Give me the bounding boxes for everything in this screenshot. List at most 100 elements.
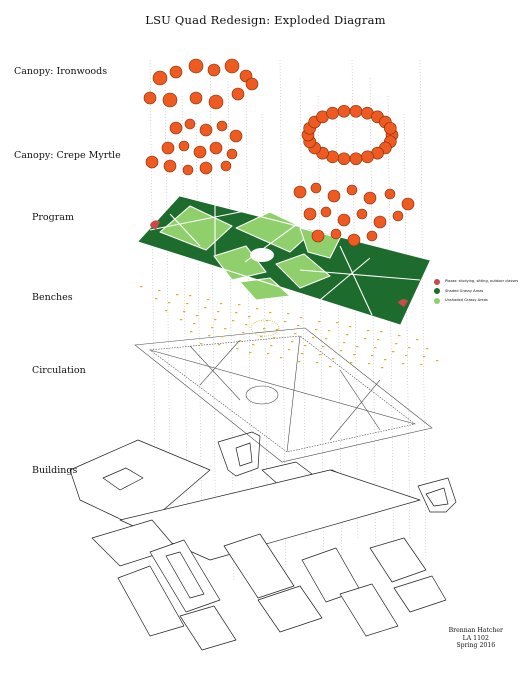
canopy-layers	[143, 58, 415, 247]
crepe-myrtle-canopy	[216, 120, 228, 132]
bench-marker	[214, 319, 217, 321]
bench-marker	[315, 329, 318, 331]
crepe-myrtle-canopy	[311, 229, 325, 243]
ironwood-canopy	[337, 152, 351, 166]
bench-marker	[328, 330, 331, 332]
circulation-path-diag-1	[189, 345, 241, 401]
bench-marker	[356, 346, 359, 348]
circulation-center-plaza	[245, 385, 279, 405]
diagram-title: LSU Quad Redesign: Exploded Diagram	[145, 13, 386, 27]
bench-marker	[218, 344, 221, 346]
circulation-inner-outline	[149, 335, 416, 453]
legend-label-unshaded: Unshaded Grassy Areas	[445, 298, 488, 302]
crepe-myrtle-canopy	[226, 148, 238, 160]
buildings-layer	[69, 431, 457, 651]
legend-label-shaded: Shaded Grassy Areas	[445, 288, 484, 293]
unshaded-lawn-4	[275, 253, 331, 289]
ironwood-canopy	[349, 152, 363, 166]
crepe-myrtle-canopy	[337, 213, 351, 227]
unshaded-lawn-3	[213, 245, 267, 281]
bench-marker	[204, 307, 207, 309]
crepe-myrtle-canopy	[392, 210, 404, 222]
projection-line	[164, 77, 172, 561]
plaza-west	[150, 220, 160, 230]
crepe-myrtle-canopy	[346, 184, 358, 196]
bench-marker	[158, 290, 161, 292]
ironwood-canopy	[383, 121, 397, 135]
projection-line	[317, 95, 325, 561]
program-path-9	[169, 213, 201, 247]
crepe-myrtle-canopy	[182, 164, 194, 176]
bench-marker	[263, 328, 266, 330]
ironwood-canopy	[361, 150, 374, 164]
crepe-myrtle-canopy	[293, 185, 307, 199]
label-canopy-ironwoods: Canopy: Ironwoods	[14, 66, 108, 77]
projection-line	[403, 113, 411, 541]
crepe-myrtle-canopy	[384, 188, 396, 200]
bench-marker	[248, 316, 251, 318]
bench-marker	[239, 340, 242, 342]
program-path-3	[149, 209, 251, 231]
bench-marker	[217, 311, 220, 313]
bench-marker	[249, 352, 252, 354]
bench-marker	[318, 321, 321, 323]
program-path-1	[137, 241, 401, 326]
program-path-7	[339, 245, 373, 316]
bench-marker	[367, 330, 370, 332]
bench-marker	[288, 349, 291, 351]
ironwood-canopy	[231, 87, 245, 101]
benches-center-ring	[250, 319, 280, 337]
program-path-8	[299, 269, 421, 281]
crepe-myrtle-canopy	[184, 118, 196, 130]
bench-marker	[343, 342, 346, 344]
bench-marker	[329, 366, 332, 368]
bench-marker	[232, 320, 235, 322]
ironwood-canopy	[349, 104, 363, 118]
bench-marker	[298, 361, 301, 363]
bench-marker	[408, 347, 411, 349]
bench-marker	[235, 312, 238, 314]
credits-block: Brennan Hatcher LA 1102 Spring 2016	[449, 627, 503, 650]
bench-marker	[301, 353, 304, 355]
projection-line	[419, 59, 427, 561]
ironwood-canopy	[208, 94, 224, 110]
bench-marker	[220, 303, 223, 305]
bench-marker	[260, 336, 263, 338]
bench-marker	[291, 341, 294, 343]
bench-marker	[208, 335, 211, 337]
unshaded-lawn-5	[299, 227, 341, 259]
bench-marker	[165, 310, 168, 312]
legend-item-unshaded: Unshaded Grassy Areas	[434, 296, 518, 306]
program-path-6	[319, 257, 371, 301]
building-south-3	[223, 533, 295, 599]
crepe-myrtle-canopy	[209, 141, 223, 155]
building-south-2	[117, 565, 185, 637]
label-benches: Benches	[32, 292, 73, 303]
building-south-4	[257, 585, 323, 633]
bench-marker	[224, 328, 227, 330]
crepe-myrtle-canopy	[347, 233, 361, 247]
bench-marker	[183, 311, 186, 313]
bench-marker	[336, 322, 339, 324]
crepe-myrtle-canopy	[356, 208, 368, 220]
legend-item-shaded: Shaded Grassy Areas	[434, 287, 518, 297]
circulation-path-long-1	[149, 349, 416, 425]
crepe-myrtle-canopy	[199, 123, 213, 137]
building-far-south	[179, 605, 237, 651]
crepe-myrtle-canopy	[330, 228, 342, 240]
bench-marker	[322, 346, 325, 348]
bench-marker	[270, 345, 273, 347]
bench-marker	[245, 324, 248, 326]
bench-marker	[221, 336, 224, 338]
bench-marker	[155, 298, 158, 300]
projection-lines	[149, 59, 427, 581]
circulation-path-diag-2	[199, 339, 241, 386]
building-east-tower	[417, 477, 457, 513]
circulation-outline	[134, 327, 433, 463]
ironwood-canopy	[224, 58, 240, 74]
bench-marker	[297, 325, 300, 327]
crepe-myrtle-canopy	[199, 161, 213, 175]
bench-marker	[392, 351, 395, 353]
